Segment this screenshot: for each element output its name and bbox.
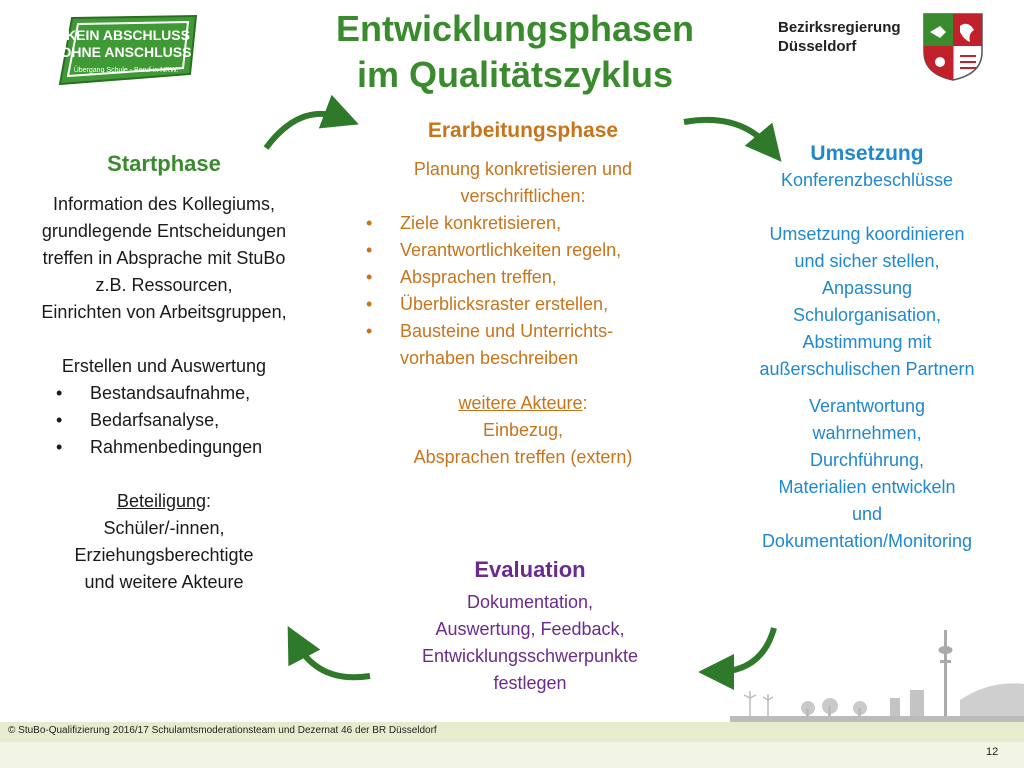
- title-line-1: Entwicklungsphasen: [335, 8, 695, 49]
- umsetzung-line: Durchführung,: [809, 450, 925, 470]
- umsetzung-line: Materialien entwickeln: [778, 477, 956, 497]
- erarbeitung-intro-line: Planung konkretisieren und: [413, 159, 633, 179]
- footer-bar: [0, 722, 1024, 742]
- umsetzung-title: Umsetzung: [810, 142, 924, 165]
- authority-name: Bezirksregierung Düsseldorf: [778, 18, 918, 56]
- startphase-bullets: Bestandsaufnahme, Bedarfsanalyse, Rahmen…: [8, 380, 320, 461]
- erarbeitungsphase-section: Erarbeitungsphase Planung konkretisieren…: [358, 117, 688, 471]
- skyline-illustration: [730, 630, 1024, 722]
- list-item: Rahmenbedingungen: [56, 434, 320, 461]
- participation-label: Beteiligung: [116, 491, 207, 511]
- footer-strip: [0, 742, 1024, 768]
- actors-line: Absprachen treffen (extern): [413, 447, 633, 467]
- participation-heading: Beteiligung:: [8, 488, 320, 515]
- startphase-line: z.B. Ressourcen,: [95, 275, 233, 295]
- evaluation-line: Dokumentation,: [466, 592, 594, 612]
- authority-line-2: Düsseldorf: [778, 38, 857, 55]
- page-number: 12: [986, 746, 999, 758]
- actors-line: Einbezug,: [482, 420, 564, 440]
- umsetzung-section: Umsetzung Konferenzbeschlüsse Umsetzung …: [730, 140, 1004, 555]
- logo-text-3: Übergang Schule - Beruf in NRW.: [74, 66, 179, 74]
- arrow-evaluation-to-start: [287, 626, 371, 681]
- list-item: Verantwortlichkeiten regeln,: [366, 237, 640, 264]
- page-title: Entwicklungsphasen im Qualitätszyklus: [250, 6, 780, 98]
- startphase-line: Information des Kollegiums,: [52, 194, 276, 214]
- umsetzung-line: und sicher stellen,: [794, 251, 940, 271]
- logo-text-1: KEIN ABSCHLUSS: [66, 27, 190, 43]
- participation-colon: :: [206, 491, 212, 511]
- footer-copyright: © StuBo-Qualifizierung 2016/17 Schulamts…: [8, 725, 437, 736]
- startphase-line: treffen in Absprache mit StuBo: [42, 248, 286, 268]
- umsetzung-line: Abstimmung mit: [802, 332, 932, 352]
- startphase-line: grundlegende Entscheidungen: [41, 221, 287, 241]
- evaluation-line: Auswertung, Feedback,: [435, 619, 625, 639]
- erarbeitung-intro-line: verschriftlichen:: [460, 186, 586, 206]
- evaluation-title: Evaluation: [474, 557, 586, 582]
- participation-line: Erziehungsberechtigte: [74, 545, 254, 565]
- actors-label: weitere Akteure: [458, 393, 583, 413]
- umsetzung-line: wahrnehmen,: [812, 423, 922, 443]
- nrw-crest-icon: [923, 13, 983, 81]
- arrow-start-to-erarbeitung: [263, 94, 359, 150]
- umsetzung-line: Verantwortung: [808, 396, 926, 416]
- arrow-umsetzung-to-evaluation: [698, 627, 777, 690]
- list-item: Bausteine und Unterrichts-vorhaben besch…: [366, 318, 680, 372]
- participation-line: Schüler/-innen,: [103, 518, 225, 538]
- startphase-line: Einrichten von Arbeitsgruppen,: [41, 302, 287, 322]
- umsetzung-line: und: [851, 504, 883, 524]
- list-item: Überblicksraster erstellen,: [366, 291, 688, 318]
- umsetzung-line: Umsetzung koordinieren: [769, 224, 965, 244]
- umsetzung-line: Schulorganisation,: [792, 305, 942, 325]
- startphase-title: Startphase: [107, 151, 221, 176]
- umsetzung-line: Konferenzbeschlüsse: [780, 170, 954, 190]
- startphase-subheading: Erstellen und Auswertung: [61, 356, 267, 376]
- erarbeitungsphase-title: Erarbeitungsphase: [427, 119, 619, 142]
- startphase-lines: Information des Kollegiums, grundlegende…: [8, 191, 320, 326]
- actors-heading: weitere Akteure:: [358, 390, 688, 417]
- list-item: Ziele konkretisieren,: [366, 210, 688, 237]
- authority-line-1: Bezirksregierung: [778, 19, 901, 36]
- evaluation-line: festlegen: [493, 673, 567, 693]
- participation-line: und weitere Akteure: [84, 572, 244, 592]
- list-item: Bedarfsanalyse,: [56, 407, 320, 434]
- startphase-section: Startphase Information des Kollegiums, g…: [8, 150, 320, 596]
- umsetzung-line: außerschulischen Partnern: [759, 359, 975, 379]
- kein-abschluss-logo: KEIN ABSCHLUSS OHNE ANSCHLUSS Übergang S…: [58, 14, 198, 86]
- erarbeitung-bullets: Ziele konkretisieren, Verantwortlichkeit…: [358, 210, 688, 372]
- title-line-2: im Qualitätszyklus: [356, 54, 674, 95]
- evaluation-section: Evaluation Dokumentation, Auswertung, Fe…: [370, 556, 690, 697]
- list-item: Bestandsaufnahme,: [56, 380, 320, 407]
- list-item: Absprachen treffen,: [366, 264, 688, 291]
- arrow-erarbeitung-to-umsetzung: [683, 116, 782, 162]
- umsetzung-line: Dokumentation/Monitoring: [761, 531, 973, 551]
- logo-text-2: OHNE ANSCHLUSS: [61, 44, 192, 60]
- actors-colon: :: [582, 393, 588, 413]
- evaluation-line: Entwicklungsschwerpunkte: [421, 646, 639, 666]
- umsetzung-line: Anpassung: [821, 278, 913, 298]
